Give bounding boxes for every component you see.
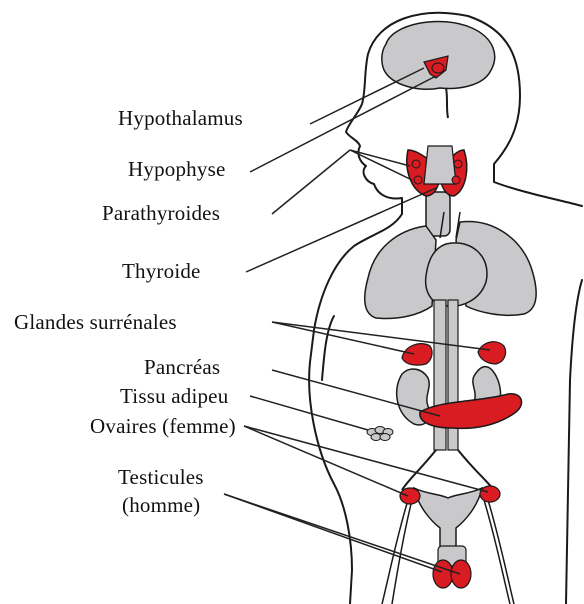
left-testicle-gland: [433, 560, 453, 588]
arm-line: [322, 316, 334, 380]
leader-parathyroides-c: [350, 150, 412, 180]
label-pancreas: Pancréas: [144, 355, 220, 379]
left-adrenal-gland: [402, 344, 432, 365]
right-ovary-gland: [480, 486, 500, 502]
hypophyse-gland: [432, 63, 444, 73]
brainstem: [446, 88, 448, 118]
label-tissu-adipeu: Tissu adipeu: [120, 384, 228, 408]
label-thyroide: Thyroide: [122, 259, 201, 283]
leader-parathyroides-a: [272, 150, 350, 214]
right-testicle-gland: [451, 560, 471, 588]
thyroid-center: [424, 146, 456, 184]
leader-hypothalamus: [310, 68, 424, 124]
trachea: [426, 192, 450, 236]
left-ovary-gland: [400, 488, 420, 504]
leader-tissu: [250, 396, 368, 430]
label-hypophyse: Hypophyse: [128, 157, 225, 181]
label-hypothalamus: Hypothalamus: [118, 106, 243, 130]
left-lung: [365, 226, 436, 319]
right-adrenal-gland: [478, 342, 506, 364]
label-parathyroides: Parathyroides: [102, 201, 220, 225]
brain: [382, 21, 495, 89]
label-ovaires: Ovaires (femme): [90, 414, 236, 438]
right-side-line: [566, 280, 582, 604]
label-testicules: Testicules: [118, 465, 204, 489]
uterus: [414, 488, 482, 554]
adipose-tissue: [367, 427, 393, 441]
label-homme: (homme): [122, 493, 200, 517]
label-glandes-surrenales: Glandes surrénales: [14, 310, 177, 334]
iliac-vessels: [402, 450, 494, 490]
